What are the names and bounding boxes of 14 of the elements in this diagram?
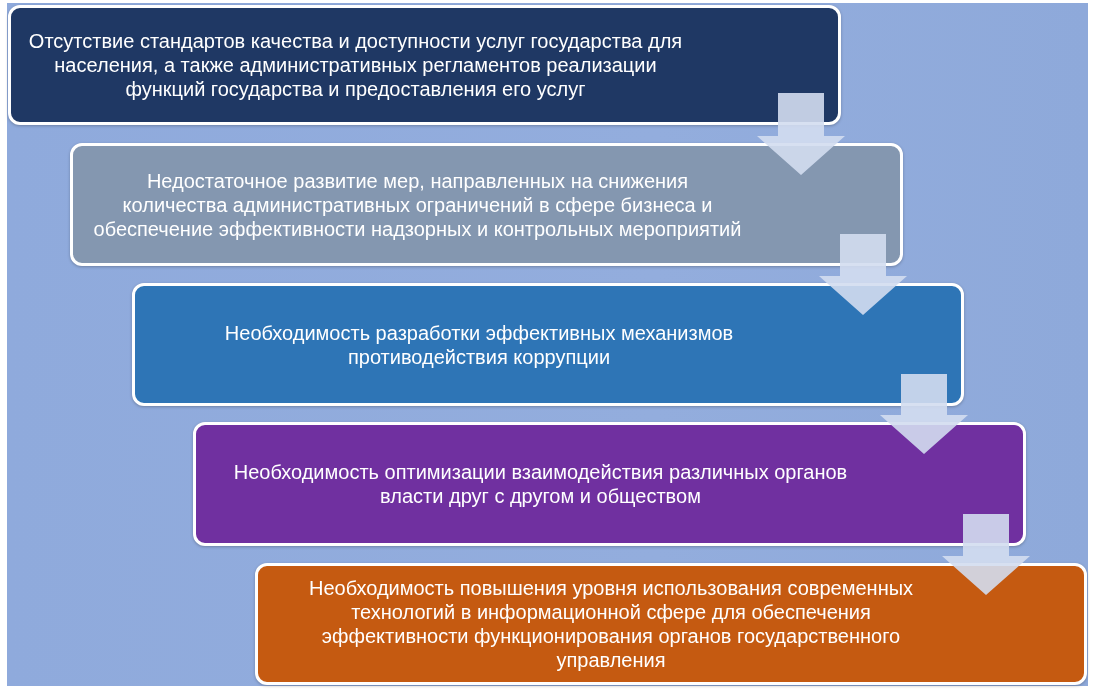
step-box	[255, 563, 1087, 685]
block-arrow	[757, 93, 845, 175]
step-box	[132, 283, 964, 406]
step-text: Необходимость оптимизации взаимодействия различных органов власти друг с другом и обществом	[232, 460, 849, 508]
step-text: Отсутствие стандартов качества и доступности услуг государства для населения, а также административных регламентов реализации функций государства и предоставления его услуг	[27, 29, 684, 101]
step-text: Необходимость повышения уровня использования современных технологий в информационной сфере для обеспечения эффективности функционирования органов государственного управления	[307, 576, 915, 672]
step-text: Недостаточное развитие мер, направленных на снижения количества административных ограничений в сфере бизнеса и обеспечение эффективности надзорных и контрольных мероприятий	[93, 168, 742, 241]
step-box	[193, 422, 1026, 546]
step-text: Необходимость разработки эффективных механизмов противодействия коррупции	[223, 320, 735, 369]
block-arrow	[819, 234, 907, 315]
block-arrow	[942, 514, 1030, 595]
step-box	[8, 5, 841, 125]
block-arrow	[880, 374, 968, 454]
step-box	[70, 143, 903, 266]
